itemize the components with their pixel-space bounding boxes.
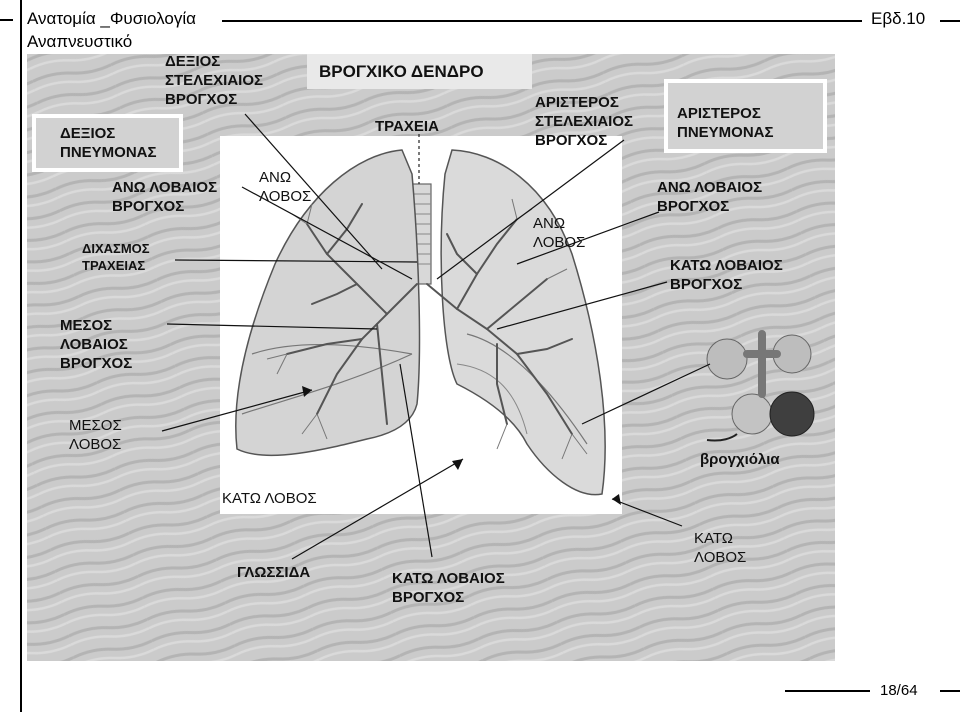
- left-vertical-rule: [20, 0, 22, 712]
- page-number: 18/64: [880, 682, 918, 699]
- figure-title-box: [307, 54, 532, 89]
- bronchial-branches: [286, 203, 573, 435]
- right-lung-shape: [235, 149, 421, 457]
- label-left-lower-lobe: ΚΑΤΩ ΛΟΒΟΣ: [694, 530, 747, 566]
- label-middle-lobar-bronchus: ΜΕΣΟΣ ΛΟΒΑΙΟΣ ΒΡΟΓΧΟΣ: [60, 317, 133, 372]
- label-right-upper-lobe: ΑΝΩ ΛΟΒΟΣ: [259, 169, 312, 205]
- bronchioles-illustration: [706, 330, 815, 442]
- header-rule: [222, 20, 862, 22]
- label-middle-lobe: ΜΕΣΟΣ ΛΟΒΟΣ: [69, 417, 122, 453]
- leader-lines: [161, 113, 711, 560]
- label-tracheal-bifurcation: ΔΙΧΑΣΜΟΣ ΤΡΑΧΕΙΑΣ: [82, 241, 150, 273]
- label-lingula: ΓΛΩΣΣΙΔΑ: [237, 564, 311, 581]
- lung-illustration: [161, 113, 815, 560]
- bronchial-tree-slide: ΒΡΟΓΧΙΚΟ ΔΕΝΔΡΟ: [27, 54, 835, 661]
- label-bronchioles: βρογχιόλια: [700, 451, 780, 468]
- label-right-upper-lobar-bronchus: ΑΝΩ ΛΟΒΑΙΟΣ ΒΡΟΓΧΟΣ: [112, 179, 218, 215]
- label-right-lower-lobar-bronchus: ΚΑΤΩ ΛΟΒΑΙΟΣ ΒΡΟΓΧΟΣ: [392, 570, 505, 606]
- subject-title: Αναπνευστικό: [27, 32, 133, 51]
- week-label: Εβδ.10: [871, 9, 926, 28]
- label-left-upper-lobar-bronchus: ΑΝΩ ΛΟΒΑΙΟΣ ΒΡΟΓΧΟΣ: [657, 179, 763, 215]
- left-lung-box: [664, 79, 827, 153]
- label-right-lower-lobe: ΚΑΤΩ ΛΟΒΟΣ: [222, 490, 317, 507]
- header-right-dash: [940, 20, 960, 22]
- label-left-upper-lobe: ΑΝΩ ΛΟΒΟΣ: [533, 215, 586, 251]
- header-left-dash: [0, 19, 13, 21]
- label-left-lung: ΑΡΙΣΤΕΡΟΣ ΠΝΕΥΜΟΝΑΣ: [677, 105, 774, 141]
- footer-rule: [785, 690, 870, 692]
- figure-title: ΒΡΟΓΧΙΚΟ ΔΕΝΔΡΟ: [319, 62, 484, 81]
- label-right-main-bronchus: ΔΕΞΙΟΣ ΣΤΕΛΕΧΙΑΙΟΣ ΒΡΟΓΧΟΣ: [165, 54, 264, 108]
- label-right-lung: ΔΕΞΙΟΣ ΠΝΕΥΜΟΝΑΣ: [60, 125, 157, 161]
- right-lung-box: [32, 114, 183, 172]
- label-left-lower-lobar-bronchus: ΚΑΤΩ ΛΟΒΑΙΟΣ ΒΡΟΓΧΟΣ: [670, 257, 783, 293]
- footer-right-dash: [940, 690, 960, 692]
- label-left-main-bronchus: ΑΡΙΣΤΕΡΟΣ ΣΤΕΛΕΧΙΑΙΟΣ ΒΡΟΓΧΟΣ: [535, 94, 634, 149]
- course-title: Ανατομία _Φυσιολογία: [27, 9, 196, 28]
- label-trachea: ΤΡΑΧΕΙΑ: [375, 118, 439, 135]
